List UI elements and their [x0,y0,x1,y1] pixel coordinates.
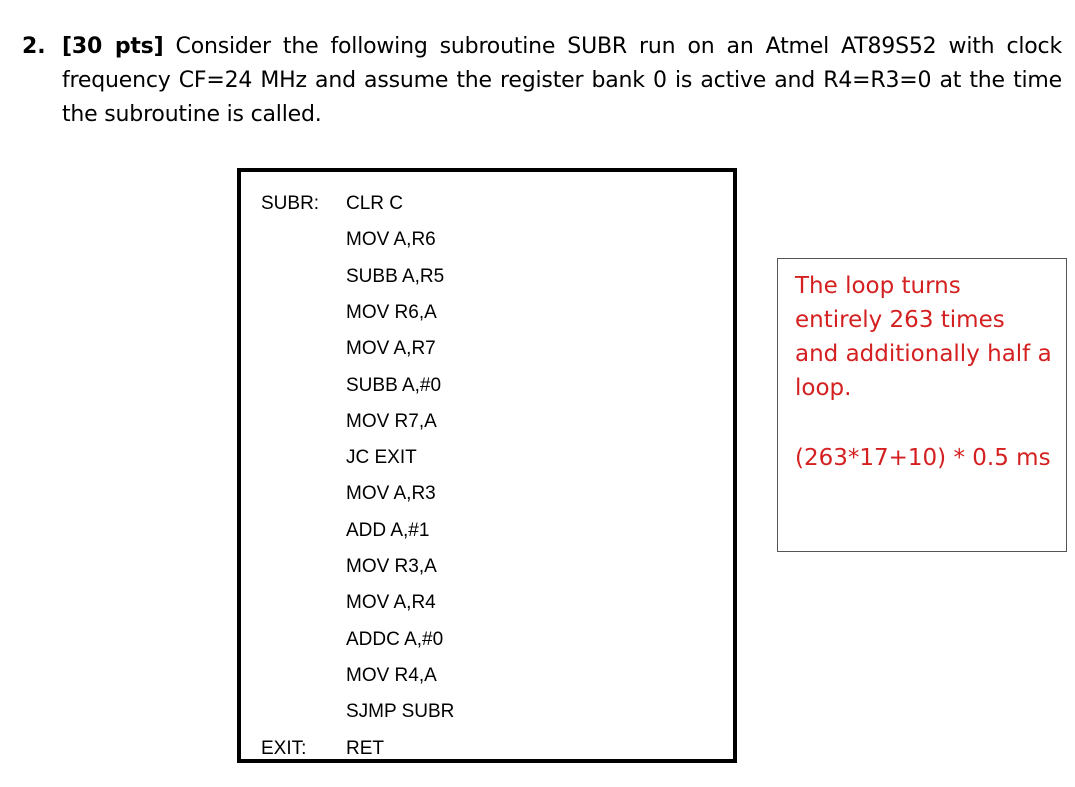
code-instruction: MOV R3,A [346,556,437,577]
annotation-note-box: The loop turns entirely 263 times and ad… [777,258,1067,552]
code-instruction: JC EXIT [346,447,417,469]
annotation-formula: (263*17+10) * 0.5 ms [795,445,1051,471]
code-instruction: SUBB A,#0 [346,374,442,396]
code-label: EXIT: [261,737,307,759]
question-text: Consider the following subroutine SUBR r… [62,34,1062,127]
question-number: 2. [22,34,46,59]
code-label: SUBR: [261,193,320,214]
code-instruction: CLR C [346,193,404,214]
question-text-block: [30 pts] Consider the following subrouti… [62,30,1062,132]
code-instruction: SJMP SUBR [346,701,455,723]
code-instruction: MOV R4,A [346,664,437,686]
code-instruction: SUBB A,R5 [346,265,445,287]
code-instruction: RET [346,737,384,759]
question-points: [30 pts] [62,34,164,59]
code-instruction: MOV A,R6 [346,229,436,251]
code-instruction: ADDC A,#0 [346,628,444,650]
code-instruction: MOV A,R7 [346,338,436,360]
code-instruction: MOV R6,A [346,301,437,323]
annotation-note-text: The loop turns entirely 263 times and ad… [795,273,1052,401]
question-block: 2. [30 pts] Consider the following subro… [22,30,1062,132]
code-instruction: MOV A,R4 [346,592,436,614]
code-instruction: MOV R7,A [346,410,437,432]
code-instruction: ADD A,#1 [346,519,430,541]
code-instruction: MOV A,R3 [346,483,436,505]
